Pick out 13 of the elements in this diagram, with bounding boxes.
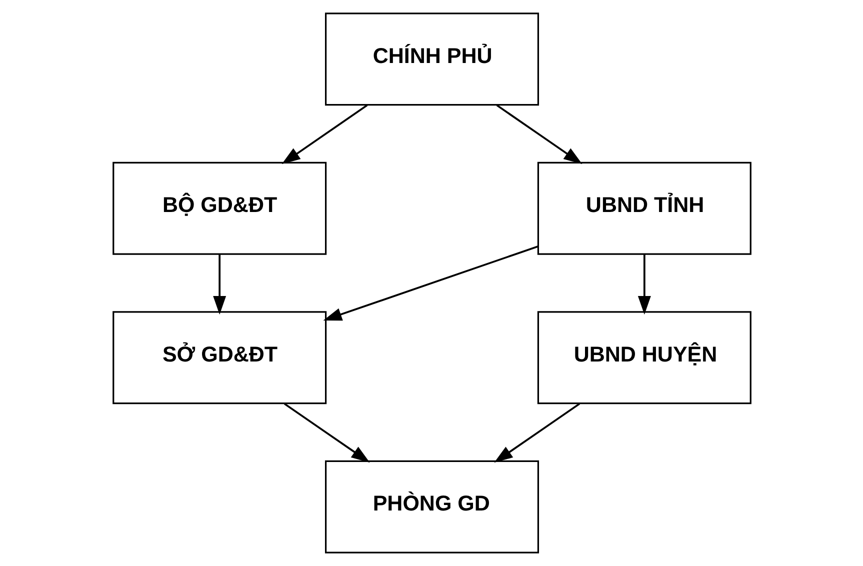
- arrow: [212, 254, 226, 315]
- node-box: PHÒNG GD: [324, 460, 539, 554]
- node-box: BỘ GD&ĐT: [112, 162, 326, 255]
- arrow: [496, 104, 582, 164]
- arrow: [637, 254, 650, 315]
- arrow: [494, 402, 580, 463]
- node-box: UBND HUYỆN: [536, 311, 751, 404]
- node-box: CHÍNH PHỦ: [324, 12, 539, 106]
- node-box: SỞ GD&ĐT: [112, 311, 326, 404]
- arrow: [283, 402, 370, 463]
- arrow: [322, 246, 538, 321]
- node-box: UBND TỈNH: [536, 162, 751, 255]
- arrow: [281, 104, 368, 164]
